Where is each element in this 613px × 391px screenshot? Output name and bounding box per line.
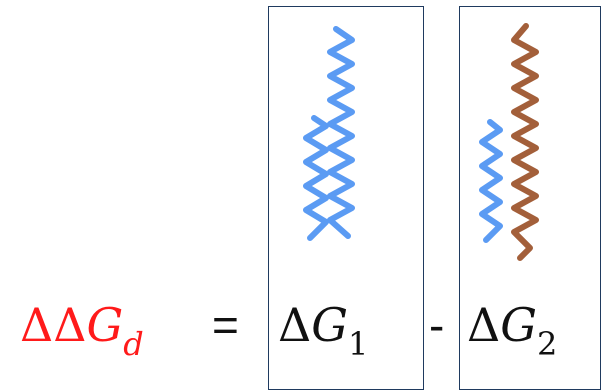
dg-1-label: ΔG1 xyxy=(278,295,368,360)
panel-1-strand-b xyxy=(306,118,326,238)
panel-2-strand-blue xyxy=(482,122,500,240)
minus-sign: - xyxy=(429,295,444,355)
panel-2-strand-brown xyxy=(514,26,536,258)
equals-sign: = xyxy=(212,295,239,355)
panel-1-strand-a xyxy=(330,29,352,236)
dg-2-label: ΔG2 xyxy=(467,295,557,360)
ddg-d-label: ΔΔGd xyxy=(20,295,144,360)
